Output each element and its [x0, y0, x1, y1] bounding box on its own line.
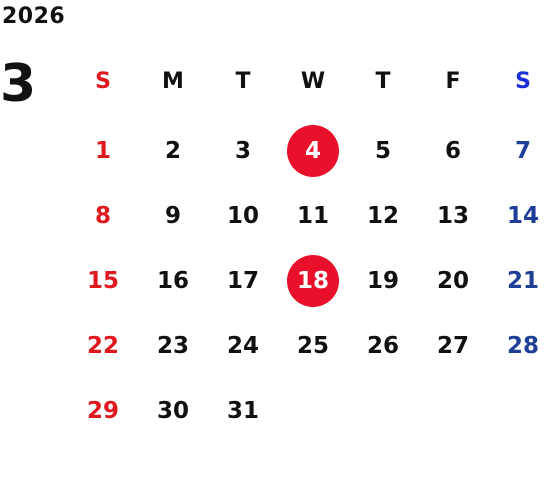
highlight-marker: 4	[287, 125, 339, 177]
weekday-wednesday: W	[300, 68, 326, 94]
day-cell[interactable]: 9	[164, 203, 181, 229]
weekday-saturday: S	[515, 68, 531, 94]
highlight-marker: 18	[287, 255, 339, 307]
day-cell[interactable]: 11	[296, 203, 329, 229]
day-cell[interactable]: 8	[94, 203, 111, 229]
weekday-sunday: S	[95, 68, 111, 94]
day-cell[interactable]: 5	[374, 138, 391, 164]
day-cell[interactable]: 25	[296, 333, 329, 359]
day-cell[interactable]: 17	[226, 268, 259, 294]
day-cell[interactable]: 10	[226, 203, 259, 229]
day-cell[interactable]: 24	[226, 333, 259, 359]
year-label: 2026	[2, 4, 66, 29]
day-cell[interactable]: 3	[234, 138, 251, 164]
day-cell[interactable]: 31	[226, 398, 259, 424]
day-cell[interactable]: 29	[86, 398, 119, 424]
day-cell[interactable]: 22	[86, 333, 119, 359]
day-cell-highlighted[interactable]: 18	[278, 248, 348, 314]
day-cell[interactable]: 7	[514, 138, 531, 164]
day-cell[interactable]: 1	[94, 138, 111, 164]
day-cell[interactable]: 26	[366, 333, 399, 359]
day-cell-highlighted[interactable]: 4	[278, 118, 348, 184]
day-cell[interactable]: 23	[156, 333, 189, 359]
day-cell[interactable]: 27	[436, 333, 469, 359]
day-cell[interactable]: 12	[366, 203, 399, 229]
month-number: 3	[0, 54, 37, 114]
weekday-tuesday: T	[235, 68, 251, 94]
day-cell[interactable]: 2	[164, 138, 181, 164]
weekday-thursday: T	[375, 68, 391, 94]
day-cell[interactable]: 30	[156, 398, 189, 424]
day-cell[interactable]: 16	[156, 268, 189, 294]
day-cell[interactable]: 21	[506, 268, 539, 294]
day-cell[interactable]: 28	[506, 333, 539, 359]
day-cell[interactable]: 13	[436, 203, 469, 229]
day-cell[interactable]: 20	[436, 268, 469, 294]
day-cell[interactable]: 15	[86, 268, 119, 294]
weekday-monday: M	[162, 68, 184, 94]
weekday-friday: F	[445, 68, 461, 94]
day-cell[interactable]: 19	[366, 268, 399, 294]
day-cell[interactable]: 14	[506, 203, 539, 229]
day-cell[interactable]: 6	[444, 138, 461, 164]
